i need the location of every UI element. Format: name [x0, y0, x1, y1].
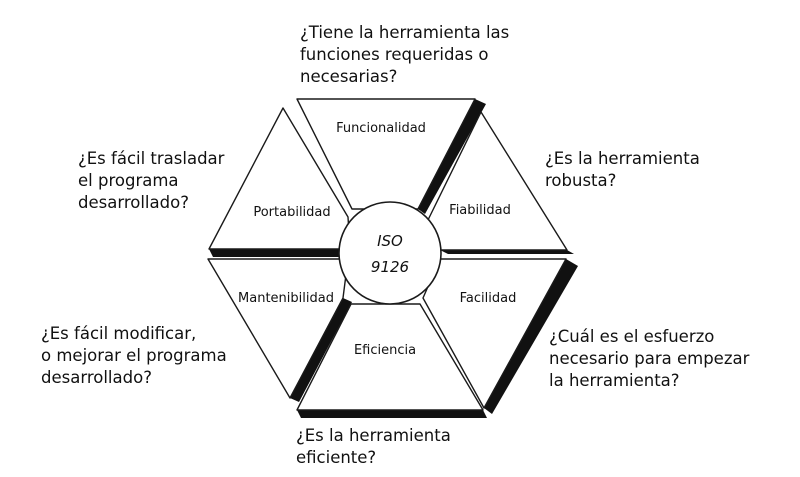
question-funcionalidad: ¿Tiene la herramienta las funciones requ…	[300, 22, 509, 88]
center-circle	[338, 201, 442, 305]
segment-facilidad	[422, 258, 567, 409]
question-line: ¿Es la herramienta	[545, 149, 700, 168]
question-line: desarrollado?	[78, 193, 189, 212]
segment-portabilidad	[208, 107, 351, 250]
question-mantenibilidad: ¿Es fácil modificar, o mejorar el progra…	[41, 323, 227, 389]
segment-label-portabilidad: Portabilidad	[253, 205, 330, 220]
segment-label-funcionalidad: Funcionalidad	[336, 121, 426, 136]
question-line: ¿Es la herramienta	[296, 426, 451, 445]
question-line: ¿Es fácil trasladar	[78, 149, 225, 168]
question-facilidad: ¿Cuál es el esfuerzo necesario para empe…	[549, 326, 749, 392]
question-line: o mejorar el programa	[41, 346, 227, 365]
segment-shadow-mantenibilidad	[290, 298, 352, 402]
segment-label-facilidad: Facilidad	[460, 291, 517, 306]
segment-shadow-eficiencia	[297, 410, 487, 418]
segment-eficiencia	[296, 303, 484, 411]
question-line: el programa	[78, 171, 179, 190]
segment-shadow-facilidad	[484, 259, 578, 414]
question-eficiencia: ¿Es la herramienta eficiente?	[296, 425, 451, 469]
question-line: ¿Cuál es el esfuerzo	[549, 327, 715, 346]
segment-label-eficiencia: Eficiencia	[354, 343, 416, 358]
question-line: robusta?	[545, 171, 617, 190]
segment-shadow-fiabilidad	[440, 250, 574, 254]
question-line: funciones requeridas o	[300, 45, 489, 64]
question-line: desarrollado?	[41, 368, 152, 387]
segment-shadows	[209, 99, 578, 418]
segment-funcionalidad	[296, 98, 476, 210]
center-label-line2: 9126	[371, 258, 409, 276]
question-line: necesario para empezar	[549, 349, 750, 368]
segment-shadow-portabilidad	[209, 249, 354, 257]
center-label-line1: ISO	[377, 232, 403, 250]
segment-shapes	[207, 98, 568, 411]
question-line: la herramienta?	[549, 371, 680, 390]
question-line: necesarias?	[300, 67, 398, 86]
question-line: ¿Tiene la herramienta las	[300, 23, 510, 42]
question-fiabilidad: ¿Es la herramienta robusta?	[545, 148, 700, 192]
segment-label-fiabilidad: Fiabilidad	[449, 203, 511, 218]
segment-label-mantenibilidad: Mantenibilidad	[238, 291, 334, 306]
question-line: ¿Es fácil modificar,	[41, 324, 197, 343]
segment-shadow-funcionalidad	[418, 99, 486, 214]
segment-mantenibilidad	[207, 258, 349, 399]
question-portabilidad: ¿Es fácil trasladar el programa desarrol…	[78, 148, 224, 214]
question-line: eficiente?	[296, 448, 377, 467]
